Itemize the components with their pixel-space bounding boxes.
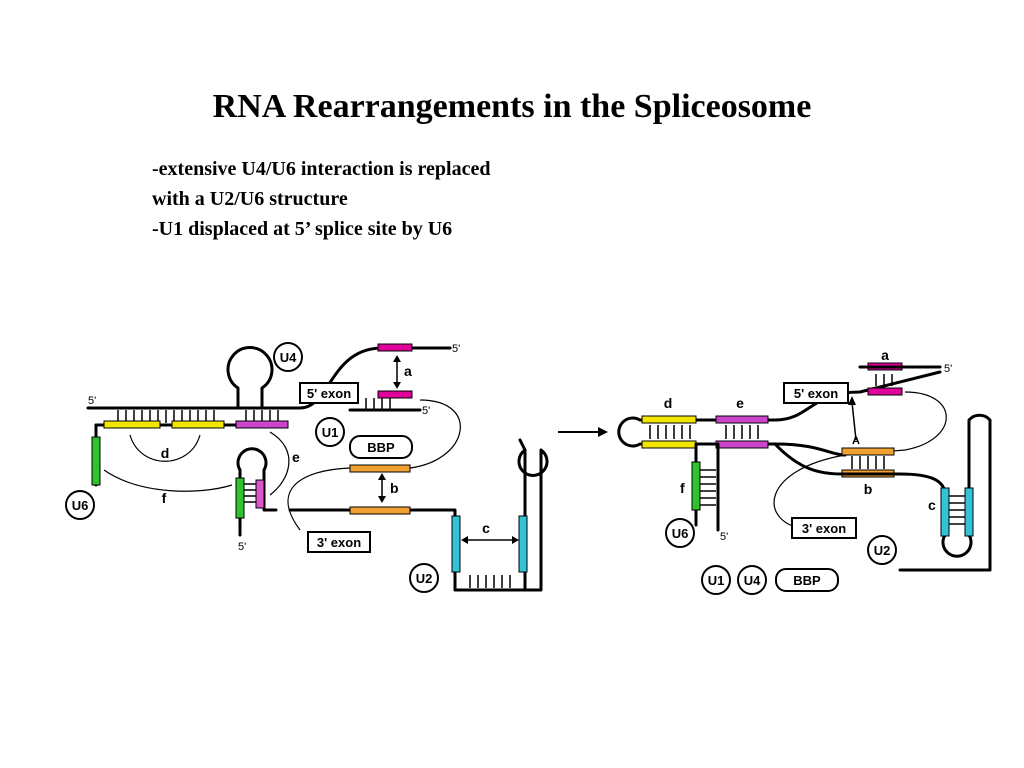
right-panel: d e f 5' U6 a 5' 5' exon (617, 347, 992, 595)
interaction-d-arrow (129, 434, 201, 462)
r-interaction-c-label: c (928, 497, 936, 513)
r-bbp-label: BBP (793, 573, 821, 588)
slide-title: RNA Rearrangements in the Spliceosome (212, 88, 812, 125)
r-interaction-b-label: b (864, 481, 873, 497)
r-magenta-segment-bottom (715, 440, 769, 449)
spliceosome-diagram: U6 5' U4 5' 5' exon 5' a U1 BBP b (65, 342, 992, 595)
r-cyan-segment-2 (964, 487, 974, 537)
r-u6-loop (617, 416, 707, 448)
u1-label: U1 (322, 425, 339, 440)
five-prime-exon-label: 5' exon (307, 386, 351, 401)
u4-stem-loop (226, 346, 274, 410)
left-u6-5p-bottom: 5' (238, 541, 246, 553)
bullet-line-2: with a U2/U6 structure (152, 188, 348, 210)
interaction-a-label: a (404, 363, 412, 379)
r-five-prime-exon-box (783, 382, 849, 404)
u2-label: U2 (416, 571, 433, 586)
five-prime-ss-segment (377, 343, 413, 352)
r-green-segment (691, 461, 701, 511)
u6-green-segment (91, 436, 101, 486)
r-u6-5p: 5' (720, 531, 728, 543)
bbp-box (349, 435, 413, 459)
interaction-f-label: f (162, 490, 167, 506)
r-branch-site-segment (841, 447, 895, 456)
r-interaction-e-label: e (736, 395, 744, 411)
r-u1-5p: 5' (944, 363, 952, 375)
u1-circle (315, 417, 345, 447)
u2-cyan-segment-2 (518, 515, 528, 573)
r-five-prime-ss-segment (867, 387, 903, 396)
pre-mrna-strand (298, 346, 452, 410)
r-interaction-a-label: a (881, 347, 889, 363)
bullet-line-1: -extensive U4/U6 interaction is replaced (152, 158, 491, 180)
r-u4-label: U4 (744, 573, 761, 588)
u4-circle (273, 342, 303, 372)
bbp-label: BBP (367, 440, 395, 455)
u6-magenta-segment (235, 420, 289, 429)
u6-yellow-segment-2 (171, 420, 225, 429)
interaction-b-label: b (390, 480, 399, 496)
u6-circle (65, 490, 95, 520)
r-u6-label: U6 (672, 526, 689, 541)
three-prime-exon-label: 3' exon (317, 535, 361, 550)
r-u6-circle (665, 518, 695, 548)
r-u2-circle (867, 535, 897, 565)
r-yellow-segment-top (641, 415, 697, 424)
u2-cyan-segment-1 (451, 515, 461, 573)
r-interaction-f-label: f (680, 480, 685, 496)
r-u4-circle (737, 565, 767, 595)
interaction-e-label: e (292, 449, 300, 465)
interaction-e-arrow (269, 431, 290, 496)
left-u6-5p-top: 5' (88, 395, 96, 407)
interaction-d-label: d (161, 445, 170, 461)
r-three-prime-exon-label: 3' exon (802, 521, 846, 536)
r-bbp-box (775, 568, 839, 592)
r-five-prime-exon-label: 5' exon (794, 386, 838, 401)
r-pre-mrna-strand (703, 370, 942, 422)
u1-pink-segment (377, 390, 413, 399)
r-three-prime-exon-box (791, 517, 857, 539)
r-magenta-segment-top (715, 415, 769, 424)
branch-site-segment (349, 464, 411, 473)
bullet-list: -extensive U4/U6 interaction is replaced… (152, 154, 490, 244)
u4-label: U4 (280, 350, 297, 365)
u1-5p: 5' (422, 405, 430, 417)
pre-mrna-5p: 5' (452, 343, 460, 355)
u6-hairpin-violet (255, 479, 265, 509)
r-branch-point-label: A (852, 435, 860, 447)
r-u1-circle (701, 565, 731, 595)
r-u2-stem-loop (898, 413, 992, 572)
five-prime-exon-box (299, 382, 359, 404)
u6-hairpin (236, 447, 278, 512)
r-u2-strand (773, 442, 947, 537)
u2-strand (288, 438, 527, 592)
r-u2-label: U2 (874, 543, 891, 558)
u2-branch-binding-segment (349, 506, 411, 515)
r-branch-arrow (851, 401, 857, 441)
r-u1-label: U1 (708, 573, 725, 588)
interaction-c-label: c (482, 520, 490, 536)
bullet-line-3: -U1 displaced at 5’ splice site by U6 (152, 218, 453, 240)
three-prime-exon-box (307, 531, 371, 553)
u2-circle (409, 563, 439, 593)
u6-hairpin-green (235, 477, 245, 519)
left-panel: U6 5' U4 5' 5' exon 5' a U1 BBP b (65, 342, 549, 593)
r-cyan-segment-1 (940, 487, 950, 537)
interaction-f-arrow (103, 469, 233, 492)
r-yellow-segment-bottom (641, 440, 697, 449)
u6-yellow-segment-1 (103, 420, 161, 429)
r-interaction-d-label: d (664, 395, 673, 411)
u2-stem-loop (517, 448, 549, 592)
u6-label: U6 (72, 498, 89, 513)
